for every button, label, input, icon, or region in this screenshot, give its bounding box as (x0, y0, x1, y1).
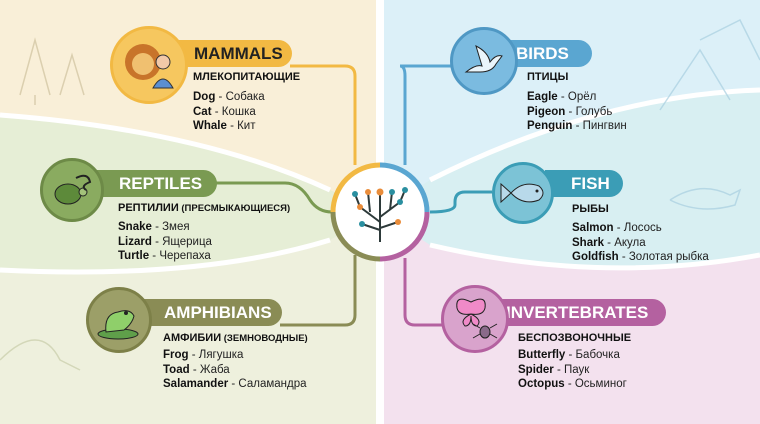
fish-icon (492, 162, 554, 224)
list-item: Butterfly - Бабочка (518, 348, 627, 363)
subtitle-extra: (ЗЕМНОВОДНЫЕ) (221, 333, 308, 344)
item-en: Eagle (527, 91, 558, 103)
mammals-list: Dog - Собака Cat - Кошка Whale - Кит (193, 90, 265, 134)
item-ru: - Змея (151, 221, 190, 233)
item-en: Penguin (527, 120, 573, 132)
item-en: Spider (518, 363, 554, 376)
item-en: Turtle (118, 250, 150, 262)
list-item: Toad - Жаба (163, 363, 307, 378)
item-ru: - Осьминог (564, 378, 627, 390)
item-en: Cat (193, 105, 212, 118)
item-en: Dog (193, 91, 216, 103)
item-ru: - Лосось (613, 222, 662, 234)
item-en: Salamander (163, 378, 229, 390)
item-ru: - Паук (553, 363, 590, 376)
fish-list: Salmon - Лосось Shark - Акула Goldfish -… (572, 221, 709, 265)
amphibians-subtitle: АМФИБИИ (ЗЕМНОВОДНЫЕ) (163, 332, 308, 344)
item-ru: - Кошка (211, 105, 256, 118)
dove-icon (450, 27, 518, 95)
list-item: Frog - Лягушка (163, 348, 307, 363)
butterfly-spider-icon (441, 285, 509, 353)
amphibians-title: AMPHIBIANS (140, 299, 282, 326)
center-hub (330, 162, 430, 262)
birds-subtitle: ПТИЦЫ (527, 71, 569, 83)
list-item: Lizard - Ящерица (118, 235, 212, 250)
subtitle-main: РЕПТИЛИИ (118, 202, 179, 214)
item-ru: - Лягушка (188, 349, 244, 361)
item-en: Octopus (518, 378, 565, 390)
list-item: Salamander - Саламандра (163, 377, 307, 392)
amphibians-list: Frog - Лягушка Toad - Жаба Salamander - … (163, 348, 307, 392)
network-tree-icon (330, 162, 430, 262)
item-ru: - Золотая рыбка (618, 251, 709, 263)
frog-icon (86, 287, 152, 353)
item-en: Goldfish (572, 251, 619, 263)
birds-list: Eagle - Орёл Pigeon - Голубь Penguin - П… (527, 90, 627, 134)
fish-subtitle: РЫБЫ (572, 203, 609, 215)
item-ru: - Жаба (189, 363, 230, 376)
item-en: Toad (163, 363, 190, 376)
subtitle-main: АМФИБИИ (163, 332, 222, 344)
invertebrates-list: Butterfly - Бабочка Spider - Паук Octopu… (518, 348, 627, 392)
subtitle-extra: (ПРЕСМЫКАЮЩИЕСЯ) (178, 203, 291, 214)
list-item: Dog - Собака (193, 90, 265, 105)
item-en: Shark (572, 236, 604, 249)
item-en: Frog (163, 349, 189, 361)
reptiles-list: Snake - Змея Lizard - Ящерица Turtle - Ч… (118, 220, 212, 264)
fish-title: FISH (545, 170, 623, 197)
item-en: Pigeon (527, 105, 566, 118)
item-ru: - Орёл (557, 91, 597, 103)
list-item: Whale - Кит (193, 119, 265, 134)
list-item: Spider - Паук (518, 363, 627, 378)
list-item: Goldfish - Золотая рыбка (572, 250, 709, 265)
mammals-title: MAMMALS (170, 40, 292, 67)
item-ru: - Черепаха (149, 250, 211, 262)
item-en: Snake (118, 221, 152, 233)
list-item: Shark - Акула (572, 236, 709, 251)
item-ru: - Собака (215, 91, 265, 103)
list-item: Turtle - Черепаха (118, 249, 212, 264)
item-ru: - Кит (226, 120, 256, 132)
item-ru: - Голубь (565, 105, 613, 118)
item-ru: - Акула (603, 236, 646, 249)
invertebrates-subtitle: БЕСПОЗВОНОЧНЫЕ (518, 332, 632, 344)
list-item: Octopus - Осьминог (518, 377, 627, 392)
item-ru: - Саламандра (228, 378, 307, 390)
list-item: Eagle - Орёл (527, 90, 627, 105)
turtle-snake-icon (40, 158, 104, 222)
item-ru: - Пингвин (572, 120, 627, 132)
list-item: Snake - Змея (118, 220, 212, 235)
list-item: Pigeon - Голубь (527, 105, 627, 120)
item-en: Salmon (572, 222, 614, 234)
mammals-subtitle: МЛЕКОПИТАЮЩИЕ (193, 71, 301, 83)
list-item: Salmon - Лосось (572, 221, 709, 236)
item-ru: - Ящерица (151, 235, 212, 248)
invertebrates-title: INVERTEBRATES (490, 299, 666, 326)
item-ru: - Бабочка (565, 349, 620, 361)
lion-and-person-icon (110, 26, 188, 104)
list-item: Cat - Кошка (193, 105, 265, 120)
reptiles-title: REPTILES (95, 170, 217, 197)
item-en: Lizard (118, 235, 152, 248)
list-item: Penguin - Пингвин (527, 119, 627, 134)
item-en: Whale (193, 120, 227, 132)
reptiles-subtitle: РЕПТИЛИИ (ПРЕСМЫКАЮЩИЕСЯ) (118, 202, 290, 214)
item-en: Butterfly (518, 349, 566, 361)
